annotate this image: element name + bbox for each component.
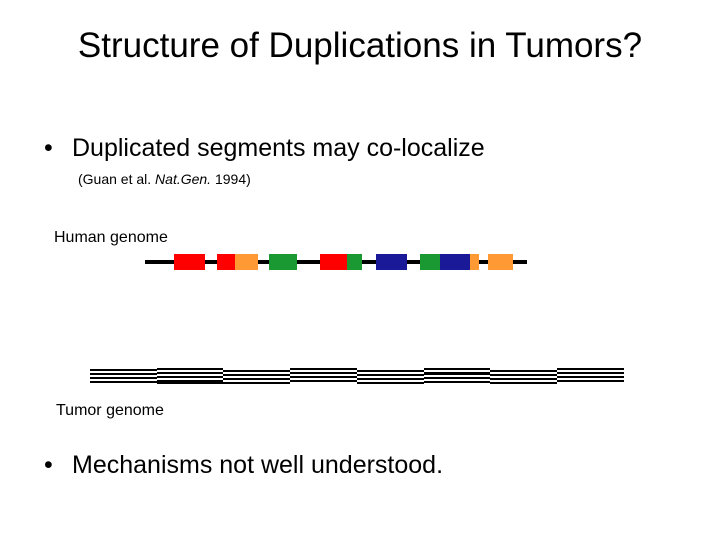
bullet-text: Duplicated segments may co-localize — [72, 134, 485, 162]
citation-suffix: 1994) — [211, 171, 251, 187]
citation-prefix: (Guan et al. — [78, 171, 156, 187]
segment-red — [174, 254, 205, 270]
human-genome-chromosome — [145, 254, 527, 270]
bullet-dot-icon: • — [44, 134, 53, 162]
bullet-text: Mechanisms not well understood. — [72, 451, 444, 479]
segment-green — [347, 254, 362, 270]
segment-green — [420, 254, 440, 270]
tumor-genome-amplicon — [90, 368, 624, 384]
bullet-item: • Mechanisms not well understood. — [44, 450, 443, 480]
segment-orange — [488, 254, 513, 270]
tumor-genome-label: Tumor genome — [56, 402, 164, 419]
segment-green — [269, 254, 297, 270]
segment-red — [320, 254, 347, 270]
segment-orange — [235, 254, 258, 270]
segment-red — [217, 254, 235, 270]
segment-blue — [440, 254, 470, 270]
slide-title: Structure of Duplications in Tumors? — [77, 26, 643, 65]
segment-orange — [470, 254, 479, 270]
segment-blue — [376, 254, 407, 270]
bullet-dot-icon: • — [44, 451, 53, 479]
citation: (Guan et al. Nat.Gen. 1994) — [78, 171, 251, 187]
citation-journal: Nat.Gen. — [155, 171, 212, 187]
human-genome-label: Human genome — [54, 229, 168, 246]
bullet-item: • Duplicated segments may co-localize — [44, 133, 485, 163]
